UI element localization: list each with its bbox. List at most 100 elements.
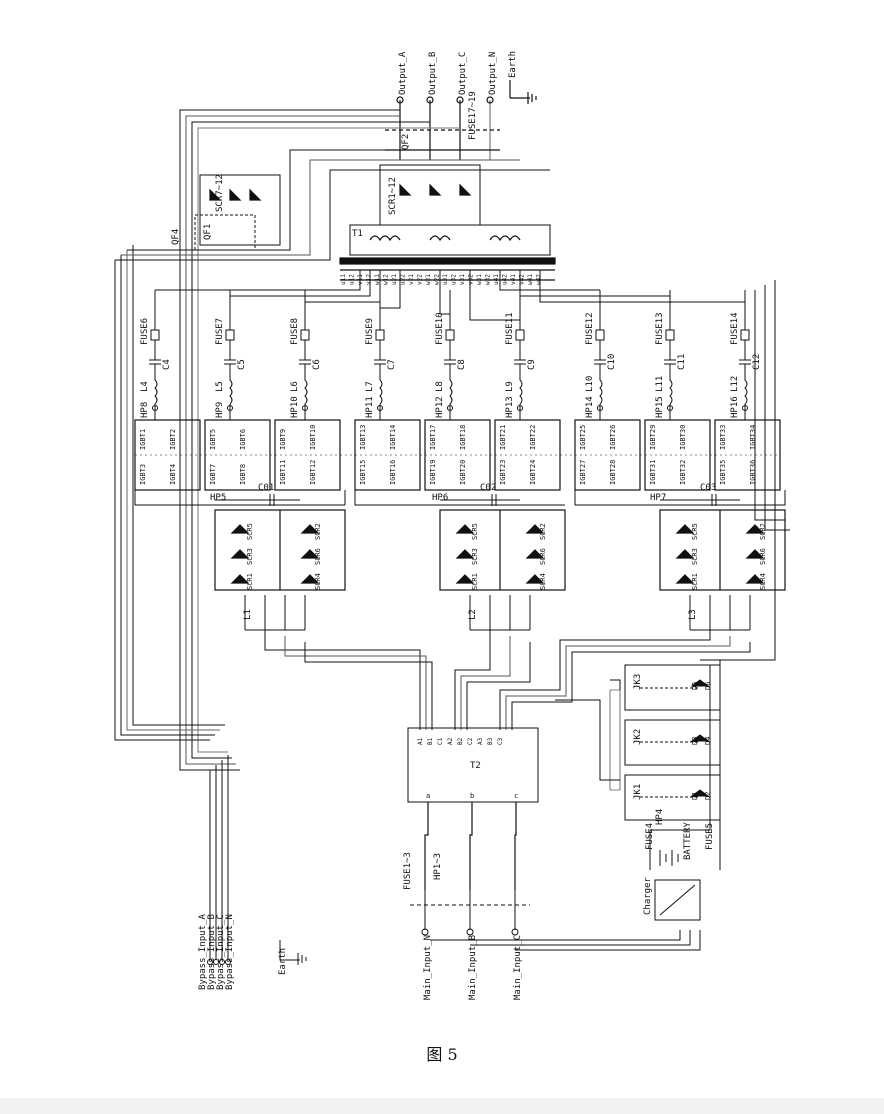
scr-label: SCR2 [539, 523, 547, 540]
hp-label: HP8 [140, 402, 150, 418]
phase-column [664, 290, 676, 420]
inductor-label: L10 [585, 376, 595, 392]
scr-label: SCR3 [691, 548, 699, 565]
c03-label: C03 [700, 483, 716, 493]
bus-tap-label: v32 [468, 274, 475, 285]
transformer-pin-label: b [470, 792, 474, 800]
scr-label: SCR5 [471, 523, 479, 540]
igbt-label: IGBT1 [139, 429, 147, 450]
igbt-label: IGBT35 [719, 460, 727, 485]
relay-jk2-label: JK2 [633, 729, 643, 745]
main-input-c-label: Main_Input_C [513, 935, 523, 1000]
relay-jk3-label: JK3 [633, 674, 643, 690]
bus-tap-label: v41 [510, 274, 517, 285]
hp-point [447, 405, 453, 411]
scr-label: SCR1 [691, 573, 699, 590]
battery-label: BATTERY [683, 821, 693, 860]
bus-tap-label: v21 [408, 274, 415, 285]
fuse-symbol [150, 329, 160, 341]
fuse4-label: FUSE4 [645, 823, 655, 850]
scr-label: SCR2 [314, 523, 322, 540]
bus-tap-label: v42 [519, 274, 526, 285]
scr-label: SCR4 [759, 573, 767, 590]
hp5-label: HP5 [210, 493, 226, 503]
bus-tap-label: u11 [340, 274, 347, 285]
igbt-label: IGBT9 [279, 429, 287, 450]
hp-label: HP13 [505, 396, 515, 418]
diode-label: D4 [704, 737, 712, 745]
capacitor-label: C12 [752, 354, 762, 370]
igbt-label: IGBT15 [359, 460, 367, 485]
input-hp-label: HP1~3 [433, 853, 443, 880]
bus-tap-label: v22 [417, 274, 424, 285]
igbt-label: IGBT17 [429, 425, 437, 450]
inductor-label: L6 [290, 381, 300, 392]
bus-tap-label: w31 [476, 274, 483, 285]
igbt-label: IGBT5 [209, 429, 217, 450]
igbt-label: IGBT10 [309, 425, 317, 450]
hp-point [152, 405, 158, 411]
scr-label: SCR1 [246, 573, 254, 590]
hp6-label: HP6 [432, 493, 448, 503]
labels: Output_A Output_B Output_C Output_N Eart… [139, 51, 767, 1000]
battery-section [609, 660, 721, 921]
igbt-label: IGBT25 [579, 425, 587, 450]
hp-label: HP10 [290, 396, 300, 418]
inductor-label: L7 [365, 381, 375, 392]
bus-tap-label: w21 [425, 274, 432, 285]
inductor-label: L11 [655, 376, 665, 392]
bypass-input-c-label: Bypass_Input_C [216, 914, 226, 990]
hp-label: HP14 [585, 396, 595, 418]
igbt-label: IGBT13 [359, 425, 367, 450]
l1-label: L1 [243, 609, 253, 620]
bypass-input-a-label: Bypass_Input_A [198, 914, 208, 990]
fuse-symbol [375, 329, 385, 341]
diode-label: D1 [691, 792, 699, 800]
transformer-pin-label: B3 [487, 737, 494, 745]
igbt-label: IGBT2 [169, 429, 177, 450]
scr-label: SCR4 [539, 573, 547, 590]
fuse-label: FUSE10 [435, 312, 445, 345]
inductor-label: L12 [730, 376, 740, 392]
fuse-label: FUSE8 [290, 318, 300, 345]
igbt-label: IGBT16 [389, 460, 397, 485]
igbt-label: IGBT28 [609, 460, 617, 485]
igbt-label: IGBT20 [459, 460, 467, 485]
relay-jk1-label: JK1 [633, 784, 643, 800]
bus-tap-label: u41 [493, 274, 500, 285]
fuse5-label: FUSE5 [705, 823, 715, 850]
output-b-label: Output_B [428, 52, 438, 95]
charger-label: Charger [643, 876, 653, 915]
igbt-label: IGBT33 [719, 425, 727, 450]
inductor-label: L9 [505, 381, 515, 392]
transformer-pin-label: A2 [447, 737, 454, 745]
earth-label-bottom: Earth [278, 948, 288, 975]
hp4-label: HP4 [655, 809, 665, 825]
bypass-routing [114, 109, 550, 771]
hp-label: HP15 [655, 396, 665, 418]
switch-qf1-label: QF1 [203, 224, 213, 240]
rectifier-blocks [214, 509, 786, 591]
hp-point [377, 405, 383, 411]
input-routing [264, 630, 751, 781]
diode-label: D2 [704, 792, 712, 800]
bus-tap-label: w22 [434, 274, 441, 285]
output-bus [339, 224, 556, 281]
igbt-label: IGBT26 [609, 425, 617, 450]
inductor-label: L8 [435, 381, 445, 392]
igbt-label: IGBT12 [309, 460, 317, 485]
output-n-label: Output_N [488, 52, 498, 95]
fuse-label: FUSE9 [365, 318, 375, 345]
fuse-symbol [445, 329, 455, 341]
hp-point [667, 405, 673, 411]
capacitor-label: C11 [677, 354, 687, 370]
bus-tap-label: u21 [391, 274, 398, 285]
bus-tap-label: u12 [349, 274, 356, 285]
scr-label: SCR5 [246, 523, 254, 540]
igbt-row [134, 419, 781, 491]
bypass-scr-label: SCR1~12 [388, 177, 398, 215]
fuse-symbol [300, 329, 310, 341]
capacitor-label: C9 [527, 359, 537, 370]
transformer-pin-label: C3 [497, 737, 504, 745]
hp-point [517, 405, 523, 411]
